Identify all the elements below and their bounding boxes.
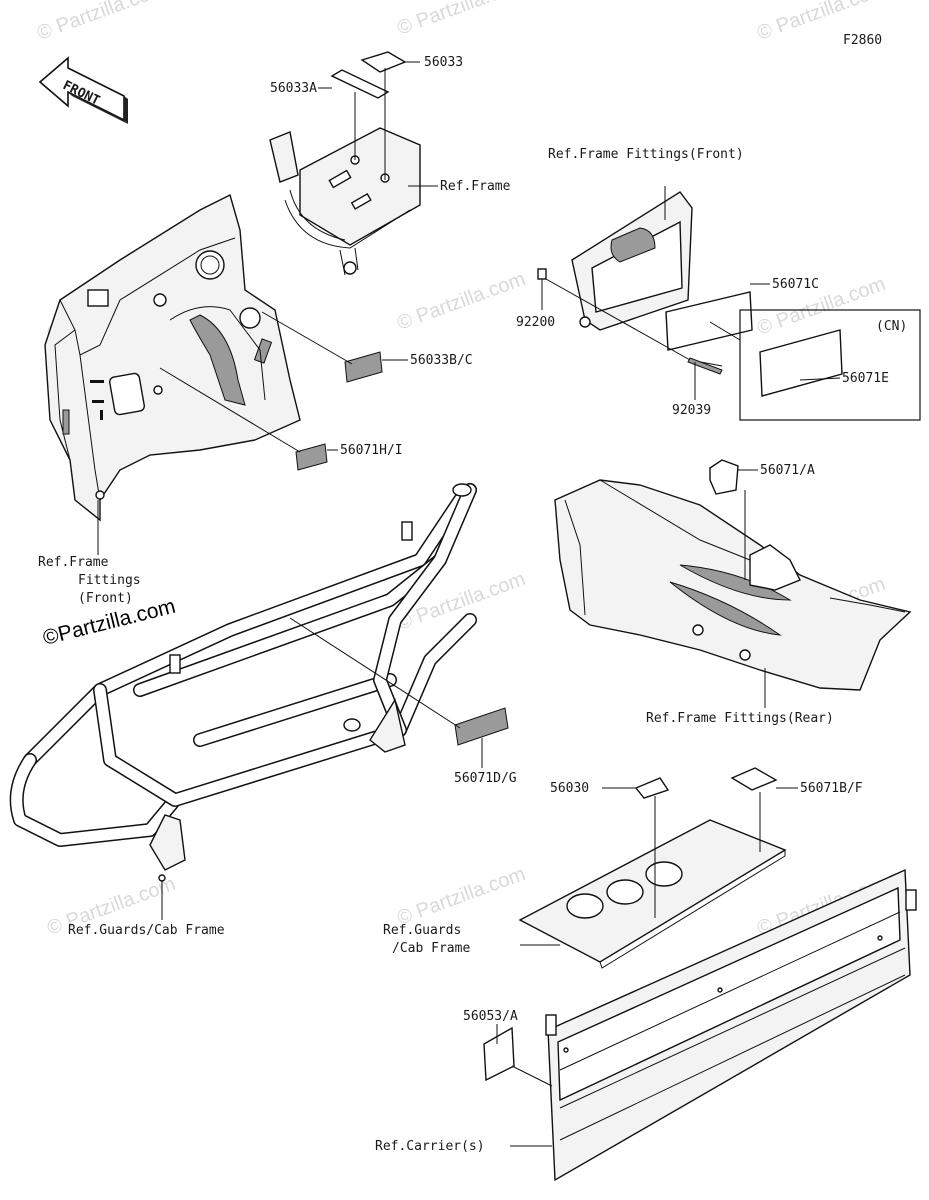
sticker-56071-A [709, 459, 739, 495]
label-56030: 56030 [550, 781, 589, 796]
label-56071H-I: 56071H/I [340, 443, 403, 458]
sticker-56071B-F [730, 767, 778, 791]
label-92039: 92039 [672, 403, 711, 418]
front-arrow-icon: FRONT [38, 56, 128, 124]
label-ref-frame-fittings-front: Ref.Frame Fittings(Front) [548, 147, 744, 162]
label-ref-frame-fittings-left-2: Fittings [78, 573, 141, 588]
sticker-56071E [759, 329, 843, 397]
label-ref-frame-fittings-left-1: Ref.Frame [38, 555, 109, 570]
sticker-56071H-I [295, 443, 328, 471]
watermark: © Partzilla.com [394, 268, 528, 335]
watermark: © Partzilla.com [394, 0, 528, 40]
sticker-56071C [665, 291, 753, 351]
sticker-56033B-C [344, 351, 383, 383]
label-92200: 92200 [516, 315, 555, 330]
label-56033B-C: 56033B/C [410, 353, 473, 368]
label-ref-frame-fittings-rear: Ref.Frame Fittings(Rear) [646, 711, 834, 726]
carrier-tailgate [545, 868, 917, 1182]
label-ref-guards-2: /Cab Frame [392, 941, 470, 956]
label-56053-A: 56053/A [463, 1009, 518, 1024]
sticker-56030 [634, 777, 670, 799]
dashboard-panel [44, 193, 301, 522]
figure-code: F2860 [843, 33, 882, 48]
watermark: © Partzilla.com [394, 863, 528, 930]
label-ref-frame-fittings-left-3: (Front) [78, 591, 133, 606]
front-fittings-panel [571, 191, 693, 331]
label-56071B-F: 56071B/F [800, 781, 863, 796]
cn-variant-box [739, 309, 921, 421]
watermark: © Partzilla.com [34, 0, 168, 45]
label-56071E: 56071E [842, 371, 889, 386]
frame-bracket [269, 127, 421, 276]
sticker-56071D-G [454, 707, 509, 746]
floor-plate [518, 819, 787, 969]
rivet-92039 [687, 357, 723, 375]
label-cn: (CN) [876, 319, 907, 334]
label-ref-carriers: Ref.Carrier(s) [375, 1139, 485, 1154]
sticker-56033 [360, 51, 407, 73]
label-56071C: 56071C [772, 277, 819, 292]
guards-cab-frame [9, 483, 477, 882]
sticker-56033A [330, 69, 390, 99]
label-56033: 56033 [424, 55, 463, 70]
label-56033A: 56033A [270, 81, 317, 96]
label-ref-guards-1: Ref.Guards [383, 923, 461, 938]
label-56071D-G: 56071D/G [454, 771, 517, 786]
label-ref-frame: Ref.Frame [440, 179, 511, 194]
rear-fittings-panel [554, 479, 912, 691]
label-ref-guards-cab-frame-left: Ref.Guards/Cab Frame [68, 923, 225, 938]
sticker-56053-A [483, 1026, 515, 1082]
bolt-92200 [537, 268, 547, 280]
label-56071-A: 56071/A [760, 463, 815, 478]
